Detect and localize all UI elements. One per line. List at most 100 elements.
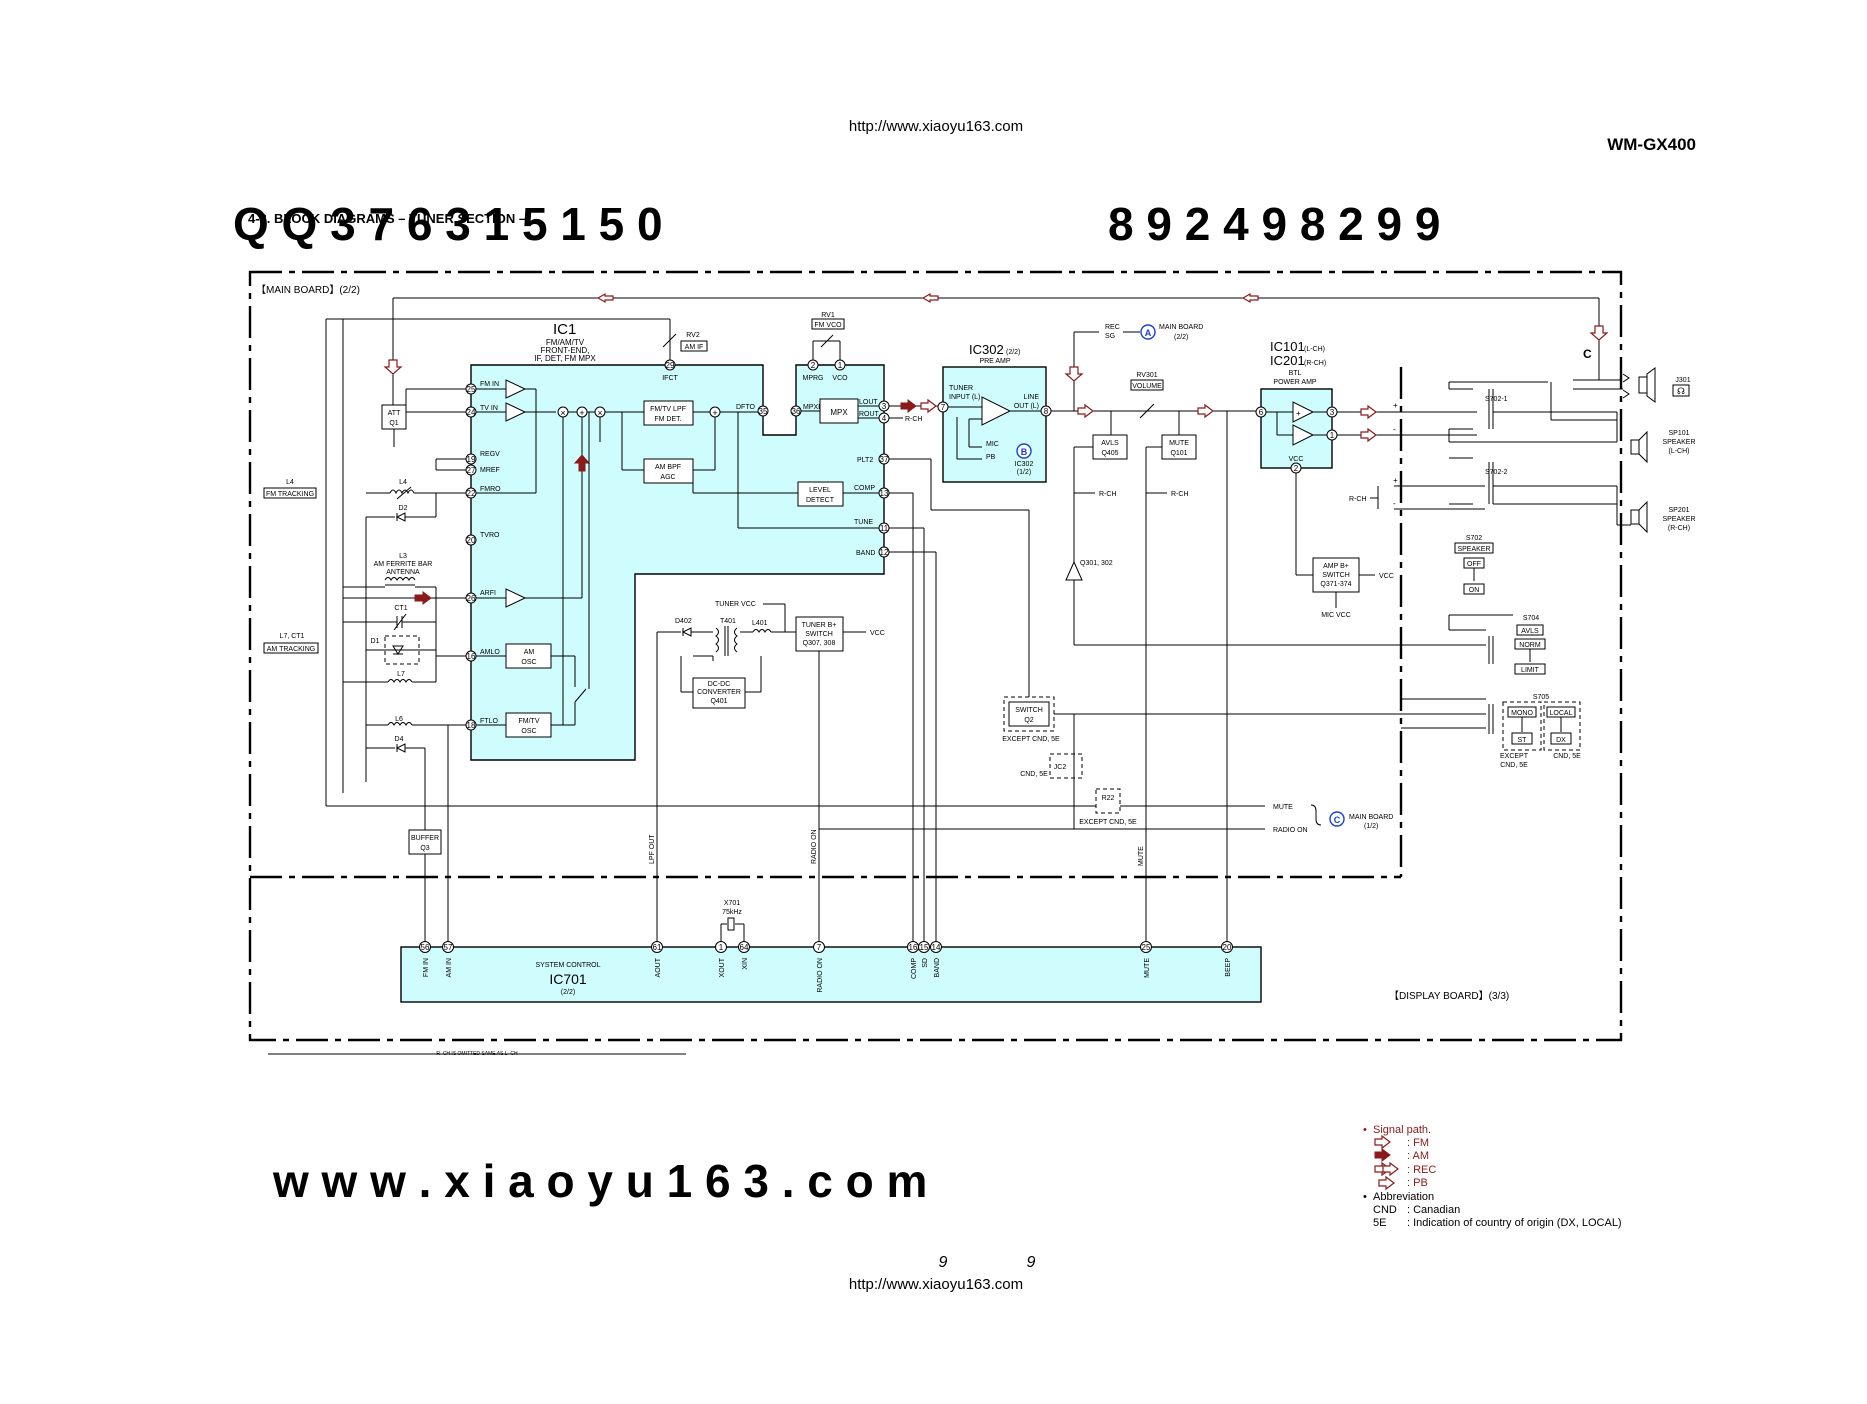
tuner-block-diagram: Q Q 3 7 6 3 1 5 1 5 0 8 9 2 4 9 8 2 9 9 … (233, 118, 1696, 1292)
header-url[interactable]: http://www.xiaoyu163.com (849, 118, 1023, 135)
level-detect-block (797, 481, 844, 507)
svg-text:SG: SG (1105, 333, 1115, 340)
svg-text:EXCEPT CND, 5E: EXCEPT CND, 5E (1002, 736, 1060, 743)
svg-text:AM FERRITE BAR: AM FERRITE BAR (374, 561, 433, 568)
svg-text:Q371-374: Q371-374 (1320, 581, 1351, 588)
model-number: WM-GX400 (1607, 135, 1696, 154)
ic101-power-amp: IC101 (L-CH) IC201 (R-CH) BTL POWER AMP … (1255, 339, 1477, 619)
svg-text:AGC: AGC (660, 474, 675, 481)
svg-text:22: 22 (467, 489, 476, 498)
ic701-pin (1221, 941, 1233, 953)
am-bpf-block (643, 458, 694, 484)
rv-controls: RV1 FM VCO RV2 AM IF (343, 312, 845, 360)
svg-text:: Indication of country of ori: : Indication of country of origin (DX, L… (1407, 1217, 1622, 1229)
svg-text:×: × (597, 408, 602, 418)
svg-text:SWITCH: SWITCH (1322, 572, 1350, 579)
svg-text:D2: D2 (399, 505, 408, 512)
svg-text:S704: S704 (1523, 615, 1539, 622)
svg-text:SPEAKER: SPEAKER (1662, 516, 1695, 523)
svg-text:R-CH: R-CH (905, 416, 923, 423)
svg-text:Q2: Q2 (1024, 717, 1033, 724)
svg-text:: REC: : REC (1407, 1164, 1436, 1176)
svg-text:AM IF: AM IF (685, 344, 704, 351)
svg-text:-: - (1393, 499, 1396, 508)
svg-text:COMP: COMP (854, 485, 875, 492)
svg-text:SYSTEM CONTROL: SYSTEM CONTROL (536, 962, 601, 969)
svg-text:TUNER VCC: TUNER VCC (715, 601, 756, 608)
svg-text:FM/TV LPF: FM/TV LPF (650, 406, 686, 413)
svg-text:IC302: IC302 (1015, 461, 1034, 468)
svg-text:MPXI: MPXI (803, 404, 820, 411)
svg-text:Q101: Q101 (1170, 450, 1187, 457)
svg-text:L3: L3 (399, 553, 407, 560)
svg-text:MONO: MONO (1511, 710, 1533, 717)
footer-url[interactable]: http://www.xiaoyu163.com (849, 1276, 1023, 1292)
svg-text:IC701: IC701 (549, 971, 587, 987)
svg-text:L4: L4 (399, 479, 407, 486)
svg-text:REC: REC (1105, 324, 1120, 331)
svg-text:(L-CH): (L-CH) (1304, 346, 1325, 353)
svg-text:EXCEPT CND, 5E: EXCEPT CND, 5E (1079, 819, 1137, 826)
svg-text:: FM: : FM (1407, 1137, 1429, 1149)
svg-text:MREF: MREF (480, 467, 500, 474)
ic1-chip: IC1 FM/AM/TV FRONT-END, IF, DET, FM MPX … (465, 321, 890, 761)
main-board-label: 【MAIN BOARD】(2/2) (256, 284, 360, 296)
ic701-system-control: SYSTEM CONTROL IC701 (2/2) X701 75kHz (400, 411, 1262, 1003)
svg-text:VCO: VCO (832, 375, 848, 382)
vertical-signal-label: MUTE (1138, 846, 1145, 866)
svg-text:1: 1 (838, 361, 843, 370)
svg-text:(L-CH): (L-CH) (1669, 448, 1690, 455)
svg-text:+: + (1393, 401, 1398, 410)
svg-text:RV1: RV1 (821, 312, 835, 319)
svg-text:T401: T401 (720, 618, 736, 625)
ic701-pin-number: 56 (421, 943, 430, 952)
ic701-pin (442, 941, 454, 953)
svg-text:(2/2): (2/2) (1174, 334, 1188, 341)
svg-text:PB: PB (986, 454, 996, 461)
ic701-pin-number: 14 (932, 943, 941, 952)
svg-text:(R-CH): (R-CH) (1304, 360, 1326, 367)
svg-text:TVRO: TVRO (480, 532, 500, 539)
svg-text:16: 16 (467, 652, 476, 661)
ic701-pin-label: FM IN (423, 958, 430, 977)
svg-text:+: + (579, 408, 584, 418)
vertical-signal-label: LPF OUT (649, 834, 656, 864)
svg-text:FM/TV: FM/TV (519, 718, 540, 725)
svg-text:7: 7 (941, 403, 946, 412)
svg-text:S702-1: S702-1 (1485, 396, 1508, 403)
svg-text:IC101: IC101 (1270, 339, 1305, 354)
svg-text:R22: R22 (1102, 795, 1115, 802)
mpx-block (819, 398, 859, 424)
svg-text:(2/2): (2/2) (561, 989, 575, 996)
watermark-bottom: w w w . x i a o y u 1 6 3 . c o m (272, 1155, 927, 1207)
svg-text:L4: L4 (286, 479, 294, 486)
svg-text:•: • (1363, 1191, 1367, 1203)
display-board-label: 【DISPLAY BOARD】(3/3) (1389, 990, 1509, 1002)
svg-text:POWER AMP: POWER AMP (1273, 379, 1317, 386)
svg-text:IFCT: IFCT (662, 375, 678, 382)
ic701-pin-number: 15 (920, 943, 929, 952)
legend: • Signal path. : FM : AM : REC : PB • Ab… (1363, 1124, 1622, 1229)
svg-text:(R-CH): (R-CH) (1668, 525, 1690, 532)
svg-text:26: 26 (467, 594, 476, 603)
svg-text:L6: L6 (395, 716, 403, 723)
svg-text:FM IN: FM IN (480, 381, 499, 388)
svg-text:EXCEPT: EXCEPT (1500, 753, 1529, 760)
svg-text:REGV: REGV (480, 451, 500, 458)
svg-text:24: 24 (467, 408, 476, 417)
svg-text:R-CH: R-CH (1099, 491, 1117, 498)
svg-text:20: 20 (467, 536, 476, 545)
section-title: 4-3. BLOCK DIAGRAMS – TUNER SECTION – (248, 211, 526, 226)
svg-text:36: 36 (792, 407, 801, 416)
svg-text:SP201: SP201 (1668, 507, 1689, 514)
svg-text:CONVERTER: CONVERTER (697, 689, 741, 696)
svg-text:C: C (1583, 347, 1592, 361)
svg-text:MIC: MIC (986, 441, 999, 448)
svg-text:AMLO: AMLO (480, 649, 500, 656)
svg-text:S705: S705 (1533, 694, 1549, 701)
svg-text:FM/AM/TV: FM/AM/TV (546, 338, 585, 347)
ic701-pin-number: 20 (1223, 943, 1232, 952)
